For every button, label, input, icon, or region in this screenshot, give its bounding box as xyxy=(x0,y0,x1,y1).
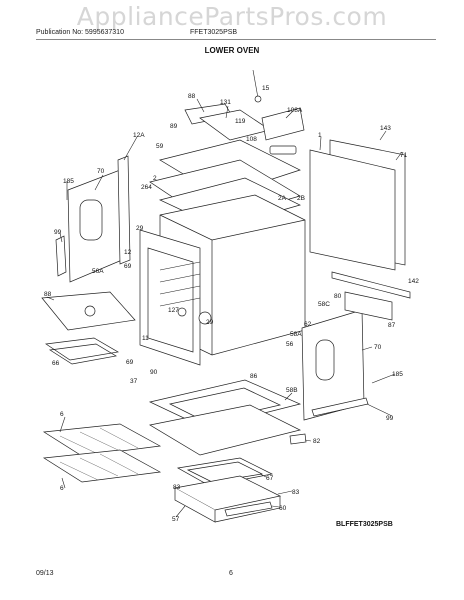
callout-69-upper: 69 xyxy=(124,263,132,270)
part-bottom-pan xyxy=(149,404,302,456)
callout-108: 108 xyxy=(246,136,257,143)
part-142-strip xyxy=(331,271,411,321)
footer-date: 09/13 xyxy=(36,570,54,577)
leader-lines xyxy=(46,98,403,518)
footer-page: 6 xyxy=(229,570,233,577)
header-rule xyxy=(36,39,436,40)
callout-15: 15 xyxy=(262,85,270,92)
part-6-lower-rack xyxy=(42,449,162,483)
callout-66: 66 xyxy=(52,360,60,367)
publication-number: Publication No: 5995637310 xyxy=(36,29,124,36)
callout-29-upper: 29 xyxy=(136,225,144,232)
callout-99-left: 99 xyxy=(54,229,62,236)
callout-88: 88 xyxy=(188,93,196,100)
part-6-upper-rack xyxy=(42,423,162,457)
callout-56: 56 xyxy=(286,341,294,348)
watermark: AppliancePartsPros.com xyxy=(76,2,388,31)
callout-82: 82 xyxy=(313,438,321,445)
callout-37: 37 xyxy=(130,378,138,385)
part-88-top-vent xyxy=(184,103,271,141)
callout-86: 86 xyxy=(250,373,258,380)
callout-90: 90 xyxy=(150,369,158,376)
callout-62: 62 xyxy=(304,321,312,328)
callout-58C: 58C xyxy=(318,301,330,308)
callout-12: 12 xyxy=(124,249,132,256)
callout-58B: 58B xyxy=(286,387,298,394)
callout-119: 119 xyxy=(235,118,246,125)
part-66-element xyxy=(45,337,120,365)
callout-108A: 108A xyxy=(287,107,303,114)
callout-70-left: 70 xyxy=(97,168,105,175)
diagram-code: BLFFET3025PSB xyxy=(336,521,393,528)
callout-60: 60 xyxy=(279,505,287,512)
callout-99-right: 99 xyxy=(386,415,394,422)
callout-127: 127 xyxy=(168,307,179,314)
part-108A xyxy=(261,107,305,155)
callout-131: 131 xyxy=(220,99,231,106)
callout-2B: 2B xyxy=(297,195,305,202)
part-88-bake-element xyxy=(41,291,136,331)
callout-80: 80 xyxy=(334,293,342,300)
callout-6-lower: 6 xyxy=(60,485,64,492)
callout-67: 67 xyxy=(266,475,274,482)
callout-89: 89 xyxy=(170,123,178,130)
callout-83-right: 83 xyxy=(292,489,300,496)
callout-11: 11 xyxy=(142,335,149,342)
callout-57: 57 xyxy=(172,516,180,523)
model-number: FFET3025PSB xyxy=(190,29,238,36)
callout-58A: 58A xyxy=(290,331,302,338)
callout-6-upper: 6 xyxy=(60,411,64,418)
part-oven-cavity xyxy=(139,194,306,366)
part-15 xyxy=(252,69,262,103)
part-57-drawer xyxy=(173,475,282,523)
callout-185: 185 xyxy=(63,178,74,185)
callout-labels: 15 88 131 108A 1 143 71 89 119 108 59 12… xyxy=(44,85,419,523)
callout-56A: 56A xyxy=(92,268,104,275)
callout-29-lower: 29 xyxy=(206,319,214,326)
part-60-slide xyxy=(224,501,273,517)
callout-87: 87 xyxy=(388,322,396,329)
callout-1: 1 xyxy=(318,132,322,139)
callout-264: 264 xyxy=(141,184,152,191)
callout-2: 2 xyxy=(153,175,157,182)
part-71-back-panel xyxy=(309,139,406,271)
callout-59: 59 xyxy=(156,143,164,150)
callout-142: 142 xyxy=(408,278,419,285)
callout-88-bake: 88 xyxy=(44,291,52,298)
callout-71: 71 xyxy=(400,152,408,159)
part-rack-supports xyxy=(159,261,201,307)
callout-185-right: 185 xyxy=(392,371,403,378)
part-99-rail xyxy=(311,397,369,417)
callout-70-right: 70 xyxy=(374,344,382,351)
callout-69-lower: 69 xyxy=(126,359,134,366)
part-82-bracket xyxy=(289,433,307,445)
section-title: LOWER OVEN xyxy=(204,46,260,55)
callout-83-left: 83 xyxy=(173,484,181,491)
callout-12A: 12A xyxy=(133,132,145,139)
callout-2A: 2A xyxy=(278,195,287,202)
callout-143: 143 xyxy=(380,125,391,132)
part-70-left-side-panel xyxy=(55,155,131,283)
part-67-drawer-element xyxy=(176,457,274,487)
